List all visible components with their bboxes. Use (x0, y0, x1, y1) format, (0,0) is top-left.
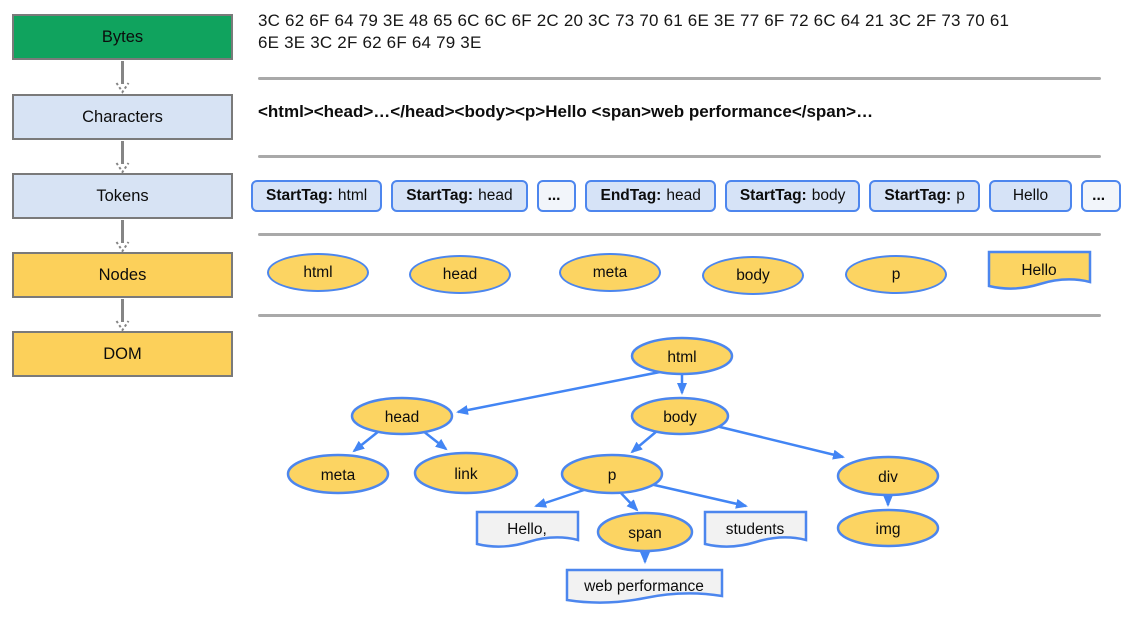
token-value: ... (547, 187, 561, 204)
tree-node-label: web performance (583, 578, 704, 595)
flow-down-arrow (115, 220, 130, 253)
tree-edge-body-p (630, 430, 658, 454)
dom-tree-svg: html head body meta link p div span (286, 336, 940, 604)
token-endtag-head: EndTag:head (585, 180, 716, 212)
token-value: head (478, 187, 513, 204)
tree-textnode-webperf: web performance (565, 568, 724, 604)
node-ellipse-body: body (702, 256, 804, 295)
tree-edge-head-link (422, 430, 448, 451)
token-text-hello: Hello (988, 180, 1073, 212)
tree-edge-head-meta (352, 430, 380, 453)
tree-node-meta: meta (286, 453, 390, 495)
token-kind: StartTag: (406, 187, 474, 204)
text-node-flag-hello: Hello (987, 250, 1092, 290)
node-ellipse-head: head (409, 255, 511, 294)
tree-node-span: span (596, 511, 694, 553)
stage-label-nodes: Nodes (98, 265, 147, 284)
token-kind: StartTag: (266, 187, 333, 204)
tree-node-p: p (560, 453, 664, 495)
flow-down-arrow (115, 61, 130, 94)
stage-box-tokens: Tokens (12, 173, 233, 219)
tree-node-label: span (628, 525, 662, 542)
token-starttag-head: StartTag:head (391, 180, 528, 212)
token-kind: StartTag: (884, 187, 952, 204)
tree-node-img: img (836, 508, 940, 548)
stage-label-tokens: Tokens (96, 186, 149, 205)
tree-node-div: div (836, 455, 940, 497)
tree-node-label: meta (321, 467, 356, 484)
row-divider (258, 77, 1101, 80)
token-value: head (666, 187, 701, 204)
node-label: meta (592, 263, 628, 281)
tree-edge-p-students (649, 482, 748, 509)
tree-node-head: head (350, 396, 454, 436)
token-value: p (956, 187, 965, 204)
node-label: head (442, 265, 478, 283)
token-value: body (811, 187, 846, 204)
row-divider (258, 314, 1101, 317)
row-divider (258, 233, 1101, 236)
hex-line-1: 3C 62 6F 64 79 3E 48 65 6C 6C 6F 2C 20 3… (258, 11, 1010, 30)
tree-node-label: head (385, 409, 419, 426)
tree-node-link: link (413, 451, 519, 495)
tree-node-label: p (608, 467, 617, 484)
tree-edge-html-head (456, 370, 661, 415)
token-value: Hello (1012, 187, 1049, 204)
stage-label-characters: Characters (82, 107, 163, 126)
token-kind: StartTag: (739, 187, 807, 204)
node-ellipse-meta: meta (559, 253, 661, 292)
token-kind: EndTag: (600, 187, 662, 204)
tree-node-label: link (454, 466, 478, 483)
token-value: html (337, 187, 368, 204)
tree-node-label: div (878, 469, 898, 486)
tree-node-label: html (667, 349, 696, 366)
hex-line-2: 6E 3E 3C 2F 62 6F 64 79 3E (258, 33, 482, 52)
stage-box-bytes: Bytes (12, 14, 233, 60)
bytes-hex-text: 3C 62 6F 64 79 3E 48 65 6C 6C 6F 2C 20 3… (258, 10, 1058, 54)
tree-node-label: Hello, (507, 521, 547, 538)
tree-textnode-hello: Hello, (475, 510, 580, 548)
tree-node-label: students (726, 521, 785, 538)
stage-box-nodes: Nodes (12, 252, 233, 298)
tree-edge-p-span (618, 490, 639, 512)
token-starttag-html: StartTag:html (251, 180, 383, 212)
flow-down-arrow (115, 141, 130, 174)
tree-node-label: body (663, 409, 697, 426)
flow-down-arrow (115, 299, 130, 332)
tokens-row: StartTag:html StartTag:head ... EndTag:h… (251, 180, 1122, 212)
node-ellipse-html: html (267, 253, 369, 292)
token-starttag-body: StartTag:body (724, 180, 861, 212)
node-label: html (303, 263, 333, 281)
stage-box-dom: DOM (12, 331, 233, 377)
tree-edge-p-hello (534, 487, 588, 508)
token-ellipsis: ... (1081, 180, 1122, 212)
node-ellipse-p: p (845, 255, 947, 294)
tree-node-body: body (630, 396, 730, 436)
tree-textnode-students: students (703, 510, 808, 548)
text-node-label: Hello (1021, 262, 1056, 279)
token-starttag-p: StartTag:p (869, 180, 980, 212)
tree-edge-body-div (715, 424, 845, 460)
tree-node-html: html (630, 336, 734, 376)
tree-node-label: img (876, 521, 901, 538)
stage-label-bytes: Bytes (101, 27, 144, 46)
stage-label-dom: DOM (103, 344, 142, 363)
token-value: ... (1092, 187, 1106, 204)
stage-box-characters: Characters (12, 94, 233, 140)
token-ellipsis: ... (536, 180, 577, 212)
characters-string: <html><head>…</head><body><p>Hello <span… (258, 102, 874, 121)
node-label: p (891, 265, 901, 283)
row-divider (258, 155, 1101, 158)
node-label: body (736, 266, 770, 284)
